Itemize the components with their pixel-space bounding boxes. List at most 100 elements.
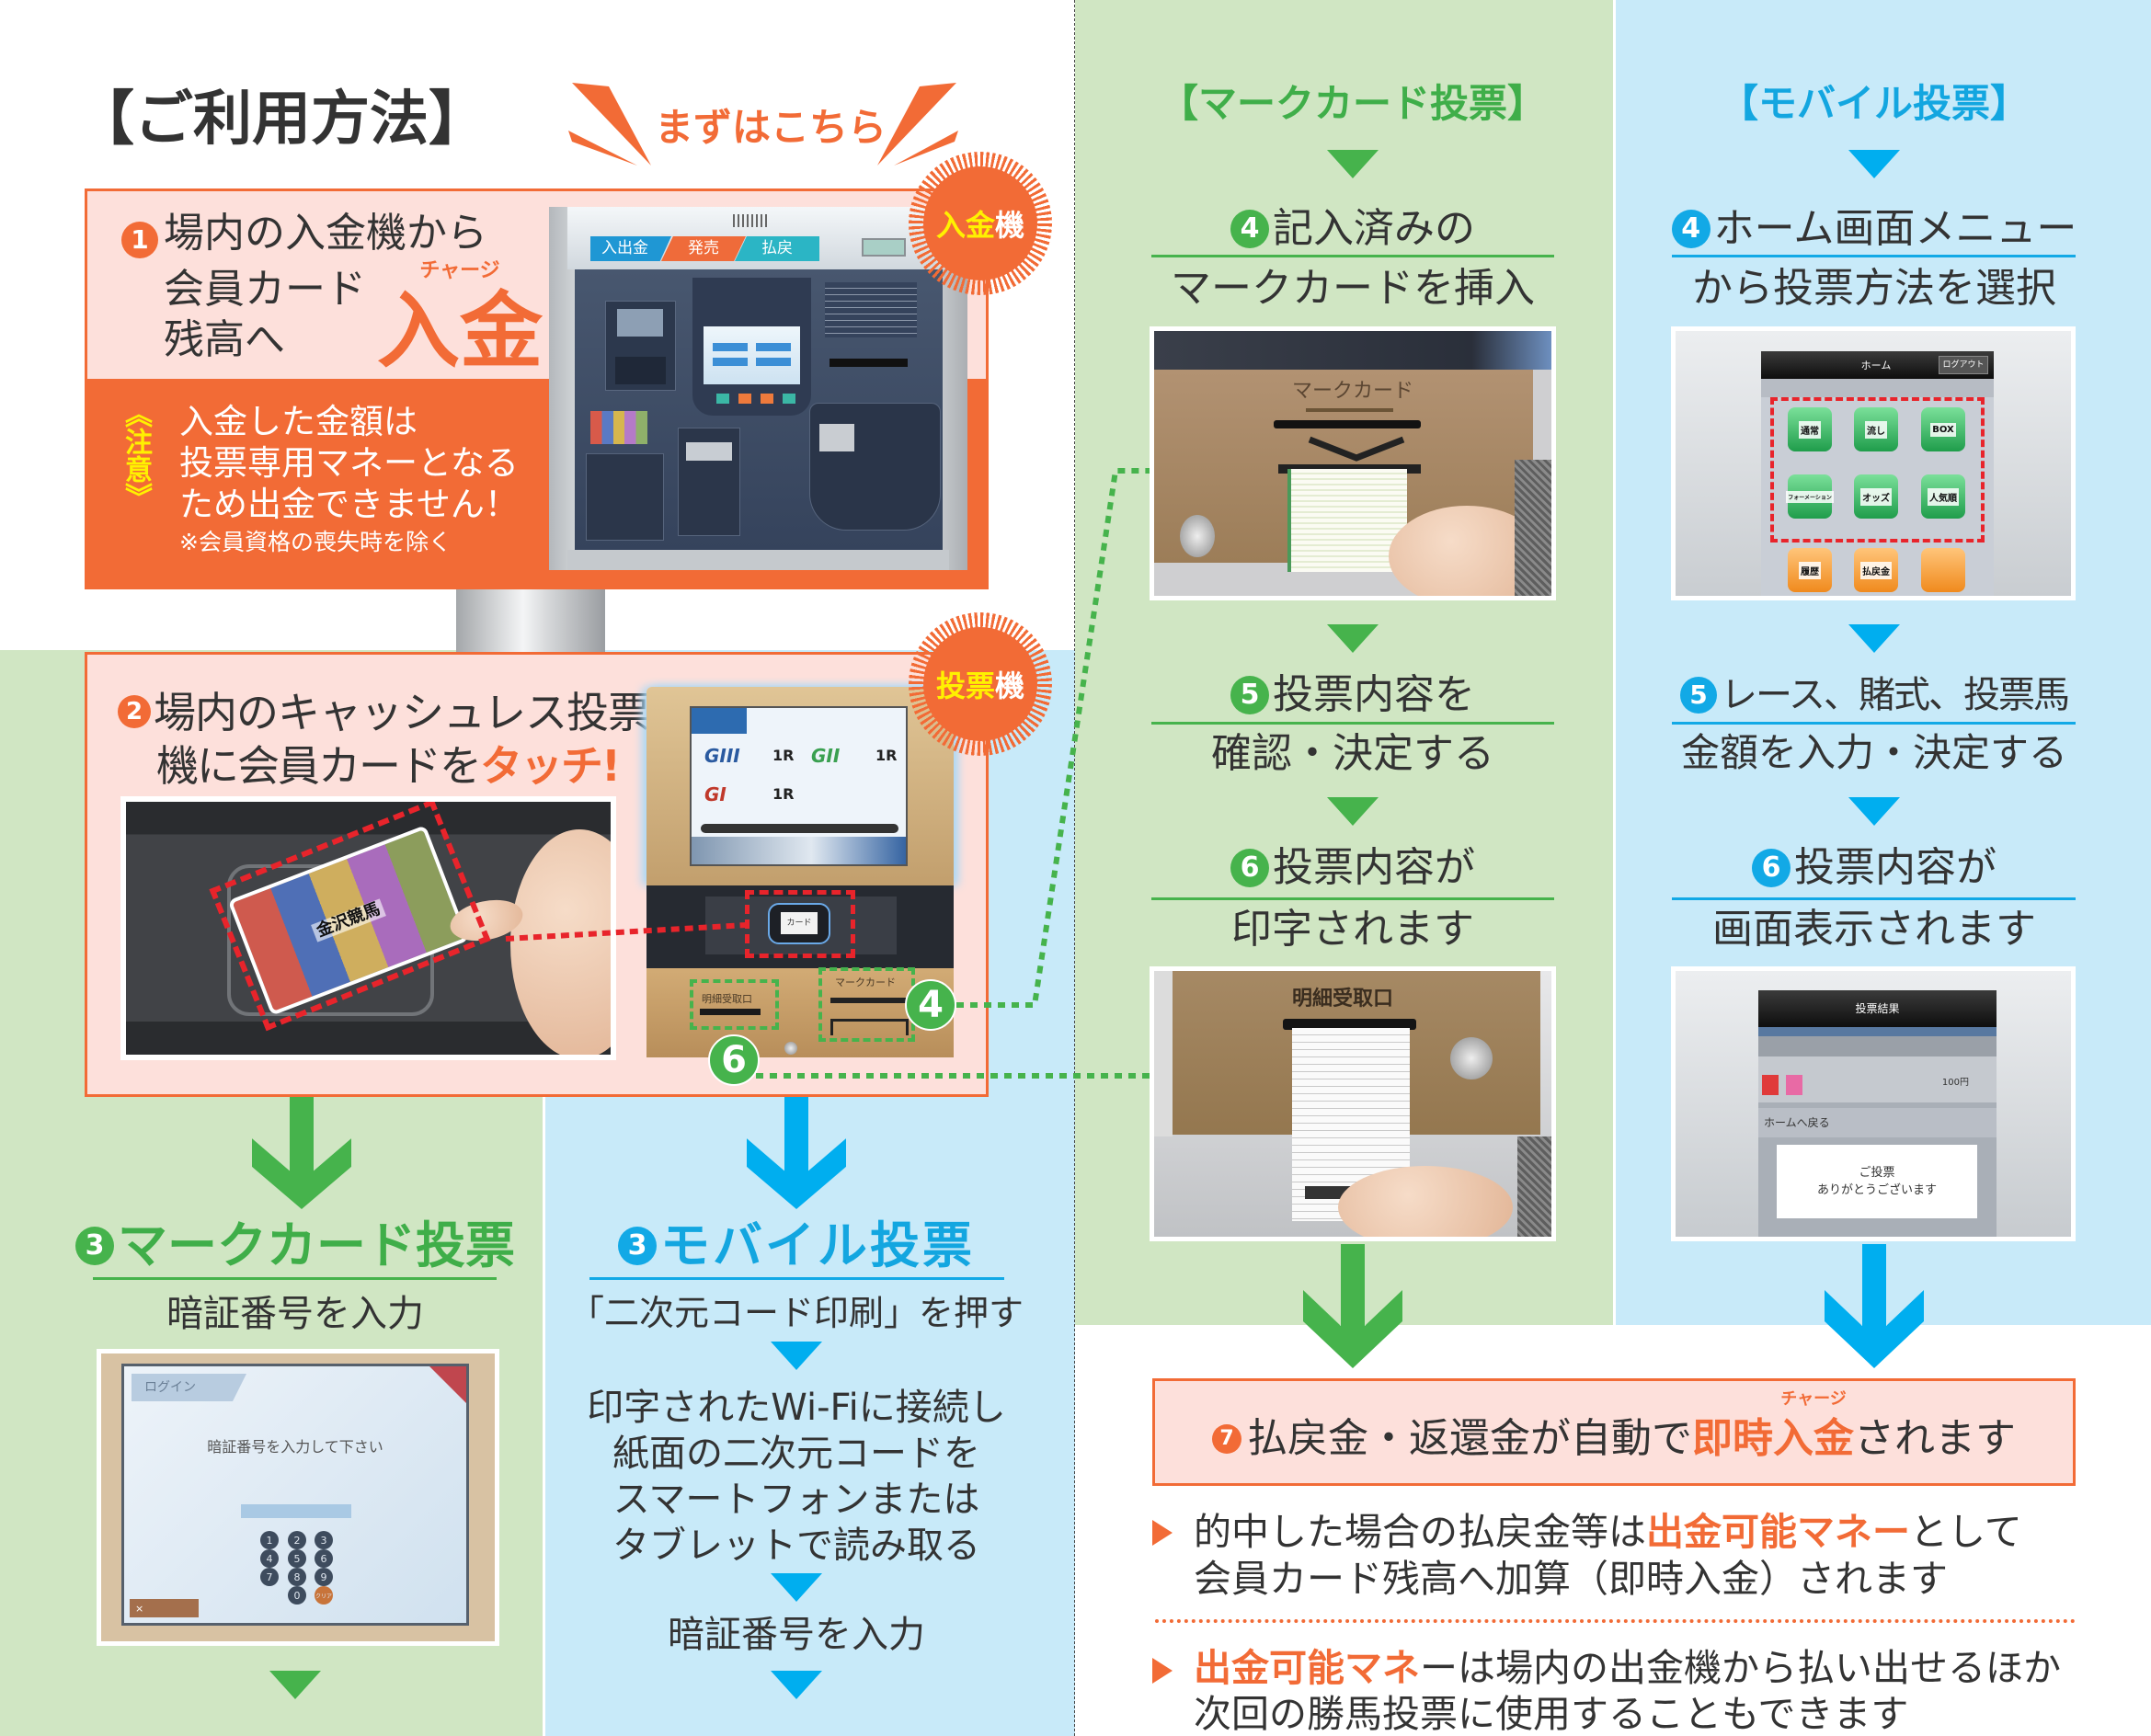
marker-4-markcard: 4 (905, 979, 956, 1031)
withdrawable-money-highlight: 出金可能マネー (1646, 1510, 1910, 1554)
step1-ruby-charge: チャージ (419, 259, 500, 282)
markcard-panel-label: マークカード (1292, 380, 1414, 403)
cancel-button: × (130, 1599, 199, 1617)
bet-entry-row: 100円 (1758, 1056, 1997, 1102)
step2-card-border (85, 652, 989, 1097)
mobile-step4-line2: から投票方法を選択 (1692, 265, 2056, 312)
note2-line2: 次回の勝馬投票に使用することもできます (1194, 1692, 1909, 1736)
markcard-slot-label: マークカード (835, 976, 896, 988)
note2-line1: 出金可能マネーは場内の出金機から払い出せるほか (1194, 1650, 2061, 1687)
atm-instructions (825, 282, 917, 337)
dialog-line2: ありがとうございます (1816, 1183, 1937, 1197)
atm-indicator (862, 238, 906, 257)
step1-line3: 残高へ (164, 316, 285, 363)
step-text: 投票内容が (1273, 844, 1475, 891)
receipt-slot (700, 1009, 761, 1015)
mobile-column-heading: 【モバイル投票】 (1719, 81, 2029, 126)
markcard-step6-line2: 印字されます (1231, 906, 1474, 953)
step1-line1: 場内の入金機から (164, 210, 487, 257)
down-triangle-icon (1848, 624, 1900, 653)
speaker-icon (429, 1366, 466, 1403)
atm-tab-sale: 発売 (661, 236, 746, 261)
step2-line2: 機に会員カードをタッチ! (156, 745, 621, 787)
step1-number-badge: 1 (121, 222, 158, 258)
step5-number-badge: 5 (1230, 676, 1269, 714)
badge-highlight: 入金 (935, 208, 995, 243)
bet-type-formation: フォーメーション (1786, 474, 1834, 519)
key-9: 9 (315, 1568, 333, 1586)
button-label: 通常 (1799, 420, 1821, 439)
markcard-step3-title: マークカード投票 (118, 1216, 515, 1274)
reader-highlight-frame (745, 890, 855, 958)
step1-card: 1 場内の入金機から 会員カード 残高へ チャージ 入金 《注意》 入金した金額… (85, 188, 989, 589)
step2-card: 2 場内のキャッシュレス投票 機に会員カードをタッチ! 金沢競馬 GIII 1R (85, 652, 989, 1097)
receipt-slot-label: 明細受取口 (702, 993, 752, 1005)
bullet-triangle-icon (1152, 1520, 1173, 1546)
note1-line1: 的中した場合の払戻金等は出金可能マネーとして (1194, 1513, 2022, 1551)
arrow-down-blue-icon (747, 1097, 846, 1209)
grade-g1: GI (704, 783, 727, 805)
markcard-step3-heading: 3 マークカード投票 (19, 1221, 571, 1271)
step7-deposit: 入金 (1773, 1414, 1854, 1462)
atm-screen (704, 326, 800, 384)
step-underline (1672, 255, 2076, 257)
down-triangle-icon (771, 1671, 822, 1699)
step4-number-badge: 4 (1230, 210, 1269, 248)
markcard-step3-instruction: 暗証番号を入力 (166, 1293, 424, 1335)
step7-highlight-instant: 即時 (1692, 1414, 1773, 1462)
key-1: 1 (260, 1531, 279, 1549)
atm-cash-slot-module (678, 428, 740, 536)
atm-markcard-slot (830, 359, 908, 367)
grade-g3: GIII (704, 745, 740, 767)
markcard-step6-line1: 6 投票内容が (1077, 848, 1629, 888)
history-button: 履歴 (1788, 548, 1832, 592)
caution-note: ※会員資格の喪失時を除く (179, 529, 452, 555)
step1-card-border (85, 188, 989, 589)
race-label: 1R (772, 747, 795, 764)
step-underline (1672, 897, 2076, 900)
mobile-step3-wifi-line1: 印字されたWi-Fiに接続し (587, 1387, 1006, 1429)
pin-input (241, 1504, 351, 1518)
key-clear: クリア (315, 1586, 333, 1605)
login-tab: ログイン (132, 1374, 246, 1401)
login-screen: ログイン 暗証番号を入力して下さい 1 2 3 4 5 6 7 8 9 0 クリ… (121, 1364, 469, 1626)
step2-line1: 場内のキャッシュレス投票 (154, 688, 650, 737)
step7-number-badge: 7 (1212, 1423, 1241, 1454)
key-0: 0 (288, 1586, 306, 1605)
markcard-slot (1274, 420, 1421, 428)
receipt-slot (1283, 1019, 1416, 1030)
step2-number-badge: 2 (118, 695, 151, 728)
atm-key (716, 394, 729, 404)
markcard-step5-line1: 5 投票内容を (1077, 675, 1629, 715)
key-4: 4 (260, 1549, 279, 1568)
step2-touch-highlight: タッチ! (480, 741, 621, 791)
burst-lines-icon (568, 83, 958, 166)
thank-you-dialog: ご投票 ありがとうございます (1777, 1145, 1977, 1218)
speaker-grille (733, 214, 770, 227)
page-title: 【ご利用方法】 (75, 86, 487, 154)
pin-prompt: 暗証番号を入力して下さい (207, 1438, 383, 1456)
caution-line-3: ため出金できません！ (179, 485, 519, 524)
mobile-step3-pin: 暗証番号を入力 (668, 1614, 925, 1656)
reader-label: カード (781, 912, 818, 934)
key-5: 5 (288, 1549, 306, 1568)
home-menu-photo: ホーム ログアウト 通常 流し BOX フォーメーション オッズ 人気順 履歴 … (1671, 326, 2076, 600)
hand (1338, 1166, 1513, 1237)
kiosk-key-lock (784, 1042, 797, 1055)
mobile-step3-wifi-line3: スマートフォンまたは (612, 1479, 980, 1521)
race-label: 1R (875, 747, 898, 764)
button-label: フォーメーション (1786, 490, 1834, 503)
caution-line-2: 投票専用マネーとなる (179, 443, 519, 483)
markcard-step4-line1: 4 記入済みの (1077, 209, 1629, 249)
kiosk-screen-header (692, 708, 747, 734)
atm-card-sample (590, 411, 647, 444)
vote-result-photo: 投票結果 100円 ホームへ戻る ご投票 ありがとうございます (1671, 966, 2076, 1241)
receipt-slot-highlight (690, 979, 779, 1030)
receipt-photo: 明細受取口 (1150, 966, 1556, 1241)
bullet-triangle-icon (1152, 1658, 1173, 1684)
kiosk-lower-panel: 明細受取口 マークカード (646, 968, 954, 1057)
button-label: 人気順 (1928, 487, 1959, 506)
markcard-step3-underline (93, 1277, 497, 1280)
phone-screen: ホーム ログアウト 通常 流し BOX フォーメーション オッズ 人気順 履歴 … (1761, 351, 1994, 596)
mobile-step3-underline (589, 1277, 1004, 1280)
